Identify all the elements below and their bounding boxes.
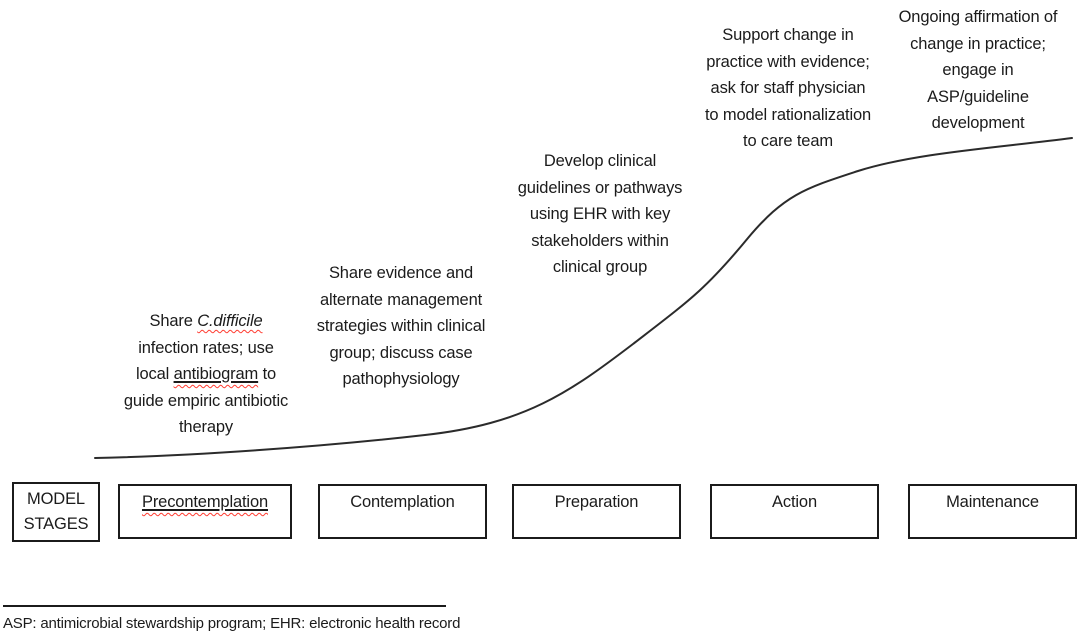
stage-label-action: Action <box>772 493 817 511</box>
stage-box-precontemplation: Precontemplation <box>118 484 292 539</box>
note-line: infection rates; use <box>138 338 274 357</box>
misspelled-italic-term: C.difficile <box>197 312 263 330</box>
note-line: clinical group <box>552 258 648 276</box>
model-stages-line1: MODEL <box>27 490 85 508</box>
misspelled-underlined-term: antibiogram <box>173 365 259 383</box>
stage-box-action: Action <box>710 484 879 539</box>
stage-label-precontemplation: Precontemplation <box>141 493 268 511</box>
note-line: using EHR with key <box>529 205 671 223</box>
note-line: Develop clinical <box>543 152 657 170</box>
footnote-abbreviations: ASP: antimicrobial stewardship program; … <box>3 615 461 632</box>
model-stages-header-box: MODEL STAGES <box>12 482 100 542</box>
note-line: guidelines or pathways <box>517 178 683 197</box>
note-line: pathophysiology <box>342 370 460 388</box>
note-preparation: Develop clinical guidelines or pathways … <box>484 148 716 281</box>
note-line: Ongoing affirmation of <box>898 8 1058 26</box>
note-line: change in practice; <box>910 34 1046 53</box>
model-stages-line2: STAGES <box>23 515 89 533</box>
stage-label-maintenance: Maintenance <box>946 493 1039 511</box>
note-contemplation: Share evidence and alternate management … <box>285 260 517 393</box>
note-line: stakeholders within <box>531 231 669 250</box>
note-line: group; discuss case <box>329 343 473 362</box>
note-line: practice with evidence; <box>706 52 870 71</box>
footnote-divider <box>3 605 446 607</box>
note-line: engage in <box>942 61 1014 79</box>
note-line: local antibiogram to <box>135 365 277 383</box>
stage-box-preparation: Preparation <box>512 484 681 539</box>
stage-label-contemplation: Contemplation <box>350 493 455 511</box>
stage-label-preparation: Preparation <box>554 493 639 511</box>
note-line: ask for staff physician <box>710 79 866 97</box>
curve-path <box>94 137 1073 459</box>
stage-box-maintenance: Maintenance <box>908 484 1077 539</box>
note-line: to model rationalization <box>704 105 872 124</box>
note-line: guide empiric antibiotic <box>123 391 289 410</box>
note-precontemplation: Share C.difficile infection rates; use l… <box>90 308 322 441</box>
note-line: Support change in <box>722 26 854 44</box>
note-line: strategies within clinical <box>316 317 486 335</box>
note-action: Support change in practice with evidence… <box>672 22 904 155</box>
note-line: therapy <box>179 418 233 436</box>
note-line: ASP/guideline <box>927 87 1029 106</box>
note-line: development <box>931 114 1025 132</box>
note-line: Share C.difficile <box>149 312 263 330</box>
note-line: Share evidence and <box>328 264 474 282</box>
stage-box-contemplation: Contemplation <box>318 484 487 539</box>
note-line: alternate management <box>319 290 483 309</box>
note-maintenance: Ongoing affirmation of change in practic… <box>862 4 1084 137</box>
note-line: to care team <box>743 132 833 150</box>
